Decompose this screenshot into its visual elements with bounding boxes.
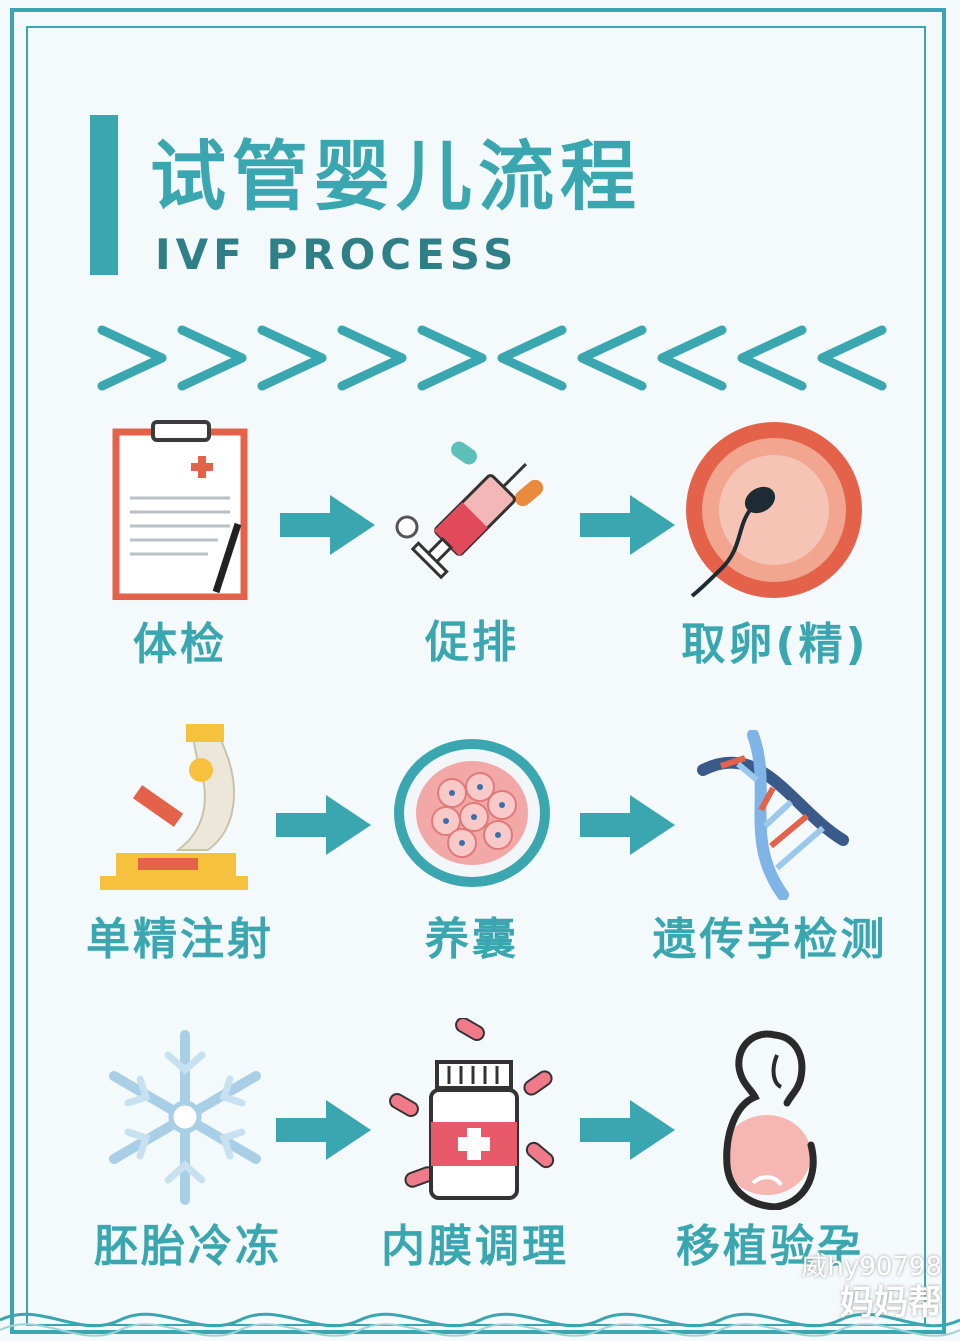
arrow-right-icon (580, 1100, 675, 1160)
arrow-right-icon (276, 1100, 371, 1160)
pregnant-woman-icon (723, 1030, 817, 1210)
step-label-8: 内膜调理 (381, 1221, 569, 1272)
chevron-divider (92, 305, 892, 415)
arrow-right-icon (580, 495, 675, 555)
egg-sperm-icon (686, 422, 862, 598)
watermark-brand: 妈妈帮 (840, 1283, 942, 1324)
step-label-6: 遗传学检测 (652, 914, 888, 965)
decorative-wave (0, 1312, 960, 1337)
step-label-2: 促排 (425, 617, 519, 668)
watermark-user: 威hy90798 (801, 1252, 942, 1282)
syringe-icon (395, 441, 544, 580)
step-label-1: 体检 (133, 619, 227, 670)
chevron-row-icon (97, 325, 887, 391)
blastocyst-icon (394, 739, 550, 887)
inner-frame (26, 26, 926, 1326)
microscope-icon (100, 724, 248, 890)
step-label-5: 养囊 (425, 914, 519, 965)
step-label-3: 取卵(精) (681, 619, 869, 670)
step-label-4: 单精注射 (86, 914, 274, 965)
step-label-9: 移植验孕 (676, 1221, 864, 1272)
arrow-right-icon (276, 795, 371, 855)
clipboard-icon (112, 420, 248, 600)
title-accent-bar (90, 115, 118, 275)
page-subtitle: IVF PROCESS (155, 230, 519, 279)
medicine-bottle-icon (389, 1018, 555, 1200)
watermark: 威hy90798 妈妈帮 (801, 1252, 942, 1324)
page-title: 试管婴儿流程 (150, 132, 642, 221)
step-label-7: 胚胎冷冻 (94, 1221, 282, 1272)
snowflake-icon (109, 1030, 261, 1205)
arrow-right-icon (280, 495, 375, 555)
dna-icon (697, 730, 849, 900)
arrow-right-icon (580, 795, 675, 855)
